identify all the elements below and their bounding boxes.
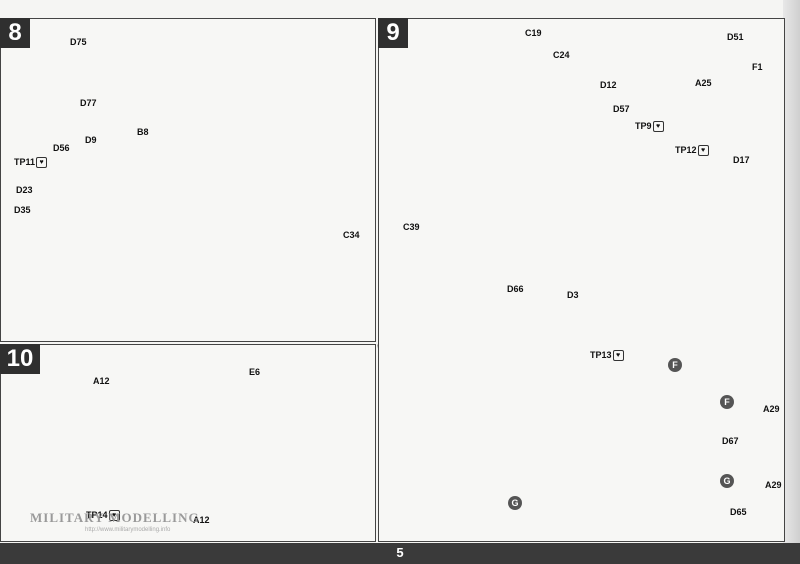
part-label-d12: D12: [600, 80, 617, 90]
part-label-d3: D3: [567, 290, 579, 300]
heart-icon: ♥: [652, 121, 664, 133]
part-label-a29-g: A29: [765, 480, 782, 490]
callout-tag-f-detail: F: [720, 395, 734, 409]
heart-icon: ♥: [697, 145, 709, 157]
callout-tag-g-detail: G: [720, 474, 734, 488]
part-label-tp14: TP14♥: [86, 510, 120, 522]
page-footer: 5: [0, 543, 800, 564]
part-label-d77: D77: [80, 98, 97, 108]
watermark-title: MILITARY MODELLING: [30, 510, 200, 525]
part-label-d23: D23: [16, 185, 33, 195]
part-label-d66: D66: [507, 284, 524, 294]
part-label-d75: D75: [70, 37, 87, 47]
panel-step8: [0, 18, 376, 342]
part-label-d9: D9: [85, 135, 97, 145]
heart-icon: ♥: [612, 350, 624, 362]
part-label-tp12: TP12♥: [675, 145, 709, 157]
step-number-9: 9: [378, 18, 408, 48]
page-spine: [783, 0, 800, 543]
watermark-url: http://www.militarymodelling.info: [85, 527, 171, 533]
part-label-tp13: TP13♥: [590, 350, 624, 362]
part-label-c24: C24: [553, 50, 570, 60]
step-number-10: 10: [0, 344, 40, 374]
step-number-8: 8: [0, 18, 30, 48]
part-label-c34: C34: [343, 230, 360, 240]
callout-tag-g: G: [508, 496, 522, 510]
callout-tag-f: F: [668, 358, 682, 372]
part-label-a29-f: A29: [763, 404, 780, 414]
part-label-d67: D67: [722, 436, 739, 446]
part-label-a25: A25: [695, 78, 712, 88]
panel-step10: [0, 344, 376, 542]
page-number: 5: [396, 545, 404, 560]
part-label-f1: F1: [752, 62, 763, 72]
heart-icon: ♥: [108, 510, 120, 522]
part-label-d35: D35: [14, 205, 31, 215]
part-label-d51: D51: [727, 32, 744, 42]
part-label-tp9: TP9♥: [635, 121, 664, 133]
panel-step9: [378, 18, 785, 542]
part-label-b8: B8: [137, 127, 149, 137]
part-label-c19: C19: [525, 28, 542, 38]
part-label-a12-bottom: A12: [193, 515, 210, 525]
heart-icon: ♥: [36, 157, 48, 169]
part-label-d56: D56: [53, 143, 70, 153]
part-label-d65: D65: [730, 507, 747, 517]
part-label-d17: D17: [733, 155, 750, 165]
part-label-c39: C39: [403, 222, 420, 232]
part-label-tp11: TP11♥: [14, 157, 48, 169]
part-label-a12-top: A12: [93, 376, 110, 386]
part-label-e6: E6: [249, 367, 261, 377]
part-label-d57: D57: [613, 104, 630, 114]
